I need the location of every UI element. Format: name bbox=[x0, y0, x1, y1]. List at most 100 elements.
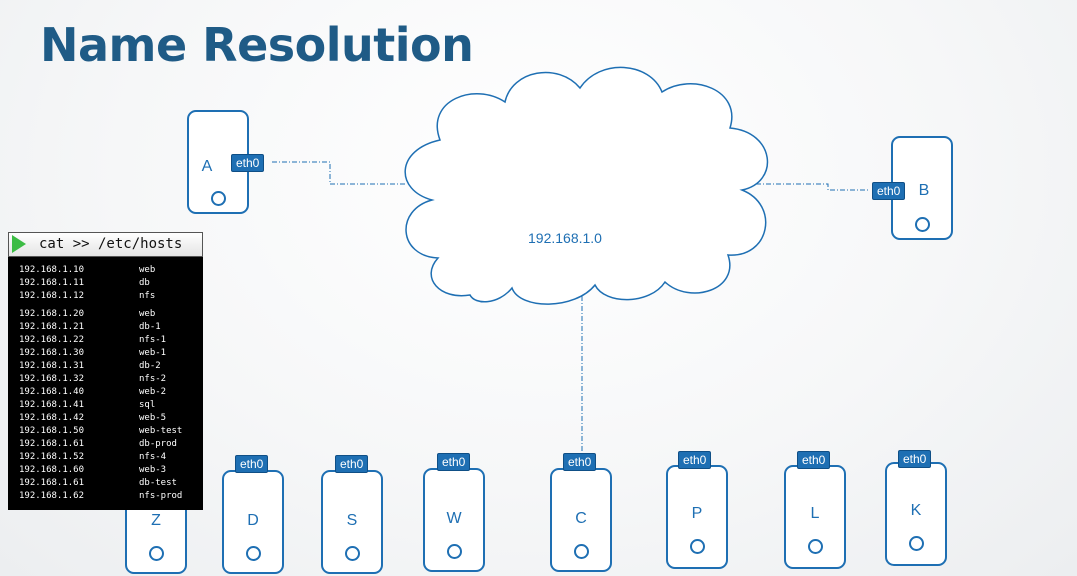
entry-ip: 192.168.1.61 bbox=[19, 478, 85, 488]
entry-hostname: nfs-prod bbox=[139, 491, 183, 501]
terminal-header: cat >> /etc/hosts bbox=[8, 232, 203, 257]
eth0-badge-w: eth0 bbox=[437, 453, 471, 471]
hosts-entry: 192.168.1.52 nfs-4 bbox=[19, 451, 199, 464]
entry-hostname: nfs-4 bbox=[139, 452, 167, 462]
hosts-entry: 192.168.1.50 web-test bbox=[19, 425, 199, 438]
host-k[interactable]: K bbox=[885, 462, 947, 566]
eth0-badge-s: eth0 bbox=[335, 455, 369, 473]
hosts-entry: 192.168.1.40 web-2 bbox=[19, 386, 199, 399]
entry-ip: 192.168.1.50 bbox=[19, 426, 85, 436]
entry-ip: 192.168.1.31 bbox=[19, 361, 85, 371]
hosts-entry: 192.168.1.21 db-1 bbox=[19, 321, 199, 334]
power-icon bbox=[345, 546, 360, 561]
entry-hostname: nfs bbox=[139, 291, 156, 301]
host-d[interactable]: D bbox=[222, 470, 284, 574]
entry-hostname: web-5 bbox=[139, 413, 167, 423]
entry-ip: 192.168.1.30 bbox=[19, 348, 85, 358]
eth0-badge-l: eth0 bbox=[797, 451, 831, 469]
hosts-entry: 192.168.1.60 web-3 bbox=[19, 464, 199, 477]
power-icon bbox=[909, 536, 924, 551]
hosts-entry: 192.168.1.61 db-test bbox=[19, 477, 199, 490]
entry-ip: 192.168.1.40 bbox=[19, 387, 85, 397]
hosts-entry: 192.168.1.12 nfs bbox=[19, 290, 199, 303]
host-label: D bbox=[247, 512, 259, 529]
host-s[interactable]: S bbox=[321, 470, 383, 574]
entry-ip: 192.168.1.22 bbox=[19, 335, 85, 345]
entry-ip: 192.168.1.60 bbox=[19, 465, 85, 475]
entry-ip: 192.168.1.42 bbox=[19, 413, 85, 423]
host-label: W bbox=[446, 510, 462, 527]
entry-ip: 192.168.1.32 bbox=[19, 374, 85, 384]
host-label: B bbox=[918, 182, 930, 199]
network-links bbox=[272, 161, 870, 455]
power-icon bbox=[149, 546, 164, 561]
hosts-entry: 192.168.1.42 web-5 bbox=[19, 412, 199, 425]
hosts-entry: 192.168.1.62 nfs-prod bbox=[19, 490, 199, 503]
entry-hostname: web-3 bbox=[139, 465, 167, 475]
entry-hostname: db-test bbox=[139, 478, 177, 488]
link-b bbox=[756, 183, 870, 191]
entry-ip: 192.168.1.11 bbox=[19, 278, 85, 288]
network-cloud bbox=[404, 66, 769, 305]
power-icon bbox=[808, 539, 823, 554]
host-label: Z bbox=[151, 512, 161, 529]
entry-ip: 192.168.1.62 bbox=[19, 491, 85, 501]
eth0-badge-a: eth0 bbox=[231, 154, 265, 172]
host-w[interactable]: W bbox=[423, 468, 485, 572]
entry-hostname: web-test bbox=[139, 426, 183, 436]
entry-hostname: sql bbox=[139, 400, 156, 410]
host-label: A bbox=[201, 158, 213, 175]
link-a bbox=[272, 161, 405, 185]
hosts-entry: 192.168.1.31 db-2 bbox=[19, 360, 199, 373]
entry-hostname: web bbox=[139, 309, 156, 319]
power-icon bbox=[246, 546, 261, 561]
entry-ip: 192.168.1.12 bbox=[19, 291, 85, 301]
entry-ip: 192.168.1.21 bbox=[19, 322, 85, 332]
hosts-entry: 192.168.1.41 sql bbox=[19, 399, 199, 412]
host-p[interactable]: P bbox=[666, 465, 728, 569]
hosts-file-terminal: cat >> /etc/hosts 192.168.1.10 web 192.16… bbox=[8, 232, 203, 510]
host-label: C bbox=[575, 510, 587, 527]
hosts-entry: 192.168.1.61 db-prod bbox=[19, 438, 199, 451]
eth0-badge-p: eth0 bbox=[678, 451, 712, 469]
hosts-entry: 192.168.1.20 web bbox=[19, 308, 199, 321]
hosts-entry: 192.168.1.32 nfs-2 bbox=[19, 373, 199, 386]
eth0-badge-c: eth0 bbox=[563, 453, 597, 471]
host-label: L bbox=[810, 505, 820, 522]
entry-hostname: db bbox=[139, 278, 150, 288]
entry-hostname: nfs-2 bbox=[139, 374, 167, 384]
hosts-entry: 192.168.1.11 db bbox=[19, 277, 199, 290]
entry-hostname: nfs-1 bbox=[139, 335, 167, 345]
host-label: P bbox=[691, 505, 703, 522]
entry-hostname: web-1 bbox=[139, 348, 167, 358]
power-icon bbox=[574, 544, 589, 559]
power-icon bbox=[690, 539, 705, 554]
eth0-badge-d: eth0 bbox=[235, 455, 269, 473]
entry-ip: 192.168.1.61 bbox=[19, 439, 85, 449]
eth0-badge-b: eth0 bbox=[872, 182, 906, 200]
power-icon bbox=[211, 191, 226, 206]
hosts-entry: 192.168.1.22 nfs-1 bbox=[19, 334, 199, 347]
power-icon bbox=[915, 217, 930, 232]
host-c[interactable]: C bbox=[550, 468, 612, 572]
eth0-badge-k: eth0 bbox=[898, 450, 932, 468]
host-label: K bbox=[910, 502, 922, 519]
entry-ip: 192.168.1.20 bbox=[19, 309, 85, 319]
play-icon bbox=[12, 235, 26, 253]
entry-ip: 192.168.1.52 bbox=[19, 452, 85, 462]
entry-ip: 192.168.1.41 bbox=[19, 400, 85, 410]
entry-ip: 192.168.1.10 bbox=[19, 265, 85, 275]
entry-hostname: web bbox=[139, 265, 156, 275]
host-l[interactable]: L bbox=[784, 465, 846, 569]
host-label: S bbox=[346, 512, 358, 529]
entry-hostname: web-2 bbox=[139, 387, 167, 397]
entry-hostname: db-1 bbox=[139, 322, 161, 332]
hosts-entry: 192.168.1.30 web-1 bbox=[19, 347, 199, 360]
terminal-command: cat >> /etc/hosts bbox=[39, 236, 183, 252]
network-address-label: 192.168.1.0 bbox=[528, 230, 602, 246]
entry-hostname: db-2 bbox=[139, 361, 161, 371]
entry-hostname: db-prod bbox=[139, 439, 177, 449]
power-icon bbox=[447, 544, 462, 559]
hosts-entry: 192.168.1.10 web bbox=[19, 264, 199, 277]
